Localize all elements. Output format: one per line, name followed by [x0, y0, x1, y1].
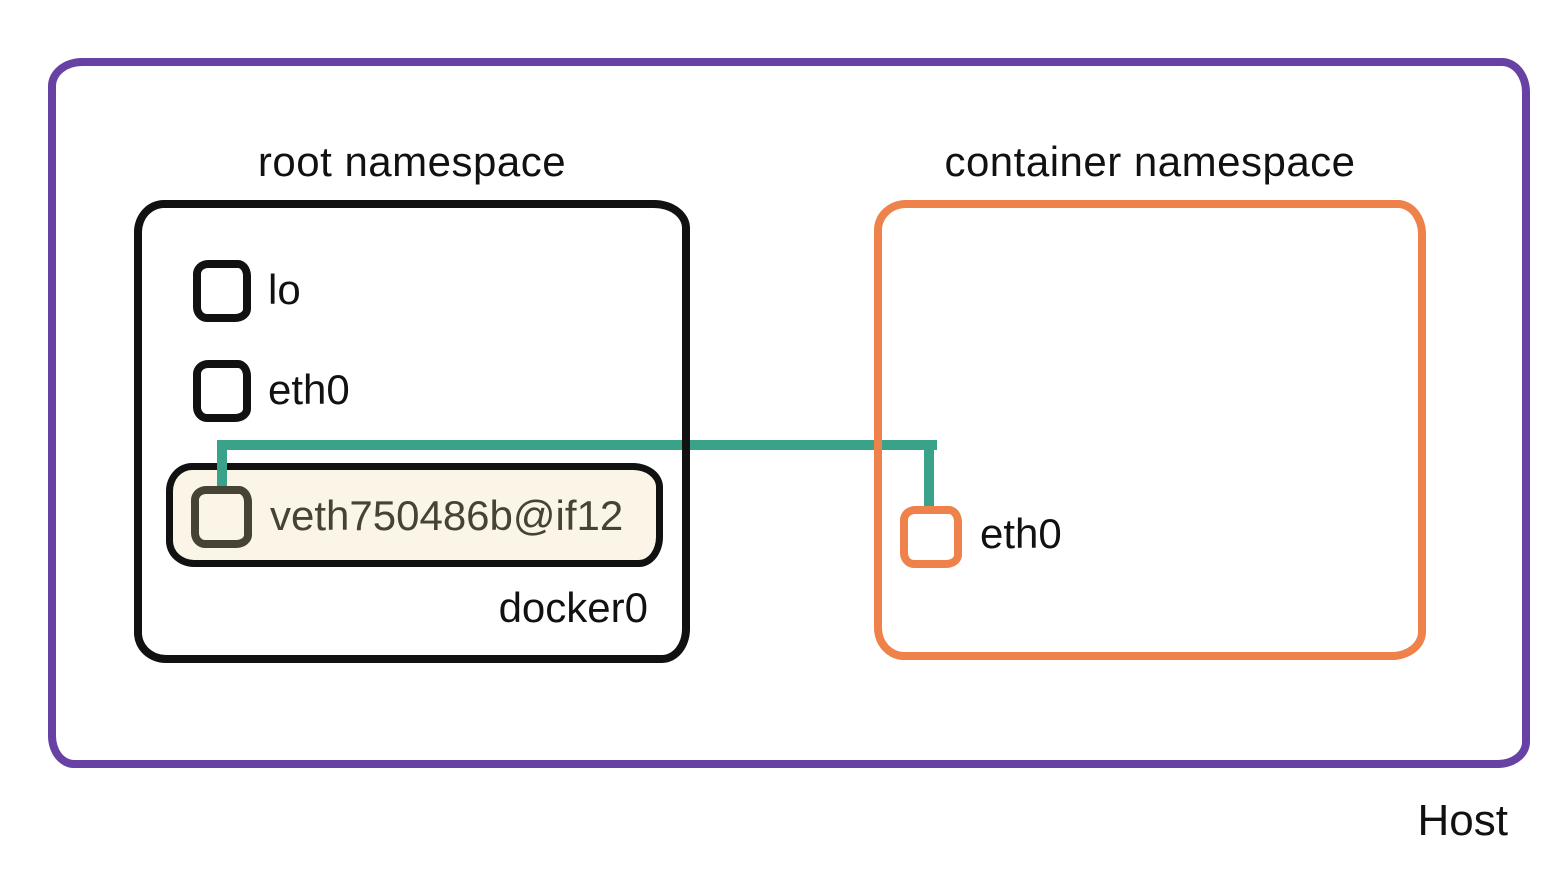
veth-link-left-segment [217, 440, 227, 494]
veth-link-right-segment [924, 440, 934, 512]
container-namespace-box [874, 200, 1426, 660]
root-namespace-box [134, 200, 690, 663]
lo-interface-icon [193, 260, 251, 322]
container-eth0-interface-label: eth0 [980, 510, 1062, 557]
docker0-bridge-label: docker0 [498, 584, 648, 631]
lo-interface-label: lo [268, 266, 301, 313]
veth-interface-label: veth750486b@if12 [270, 492, 624, 539]
veth-interface-icon [191, 486, 252, 548]
container-eth0-interface-icon [900, 506, 962, 568]
host-boundary-box [48, 58, 1530, 768]
veth-link-horizontal-segment [217, 440, 937, 450]
container-namespace-title: container namespace [944, 138, 1356, 185]
host-label: Host [1417, 796, 1508, 845]
eth0-interface-icon [193, 360, 251, 422]
root-namespace-title: root namespace [257, 138, 567, 185]
eth0-interface-label: eth0 [268, 366, 350, 413]
